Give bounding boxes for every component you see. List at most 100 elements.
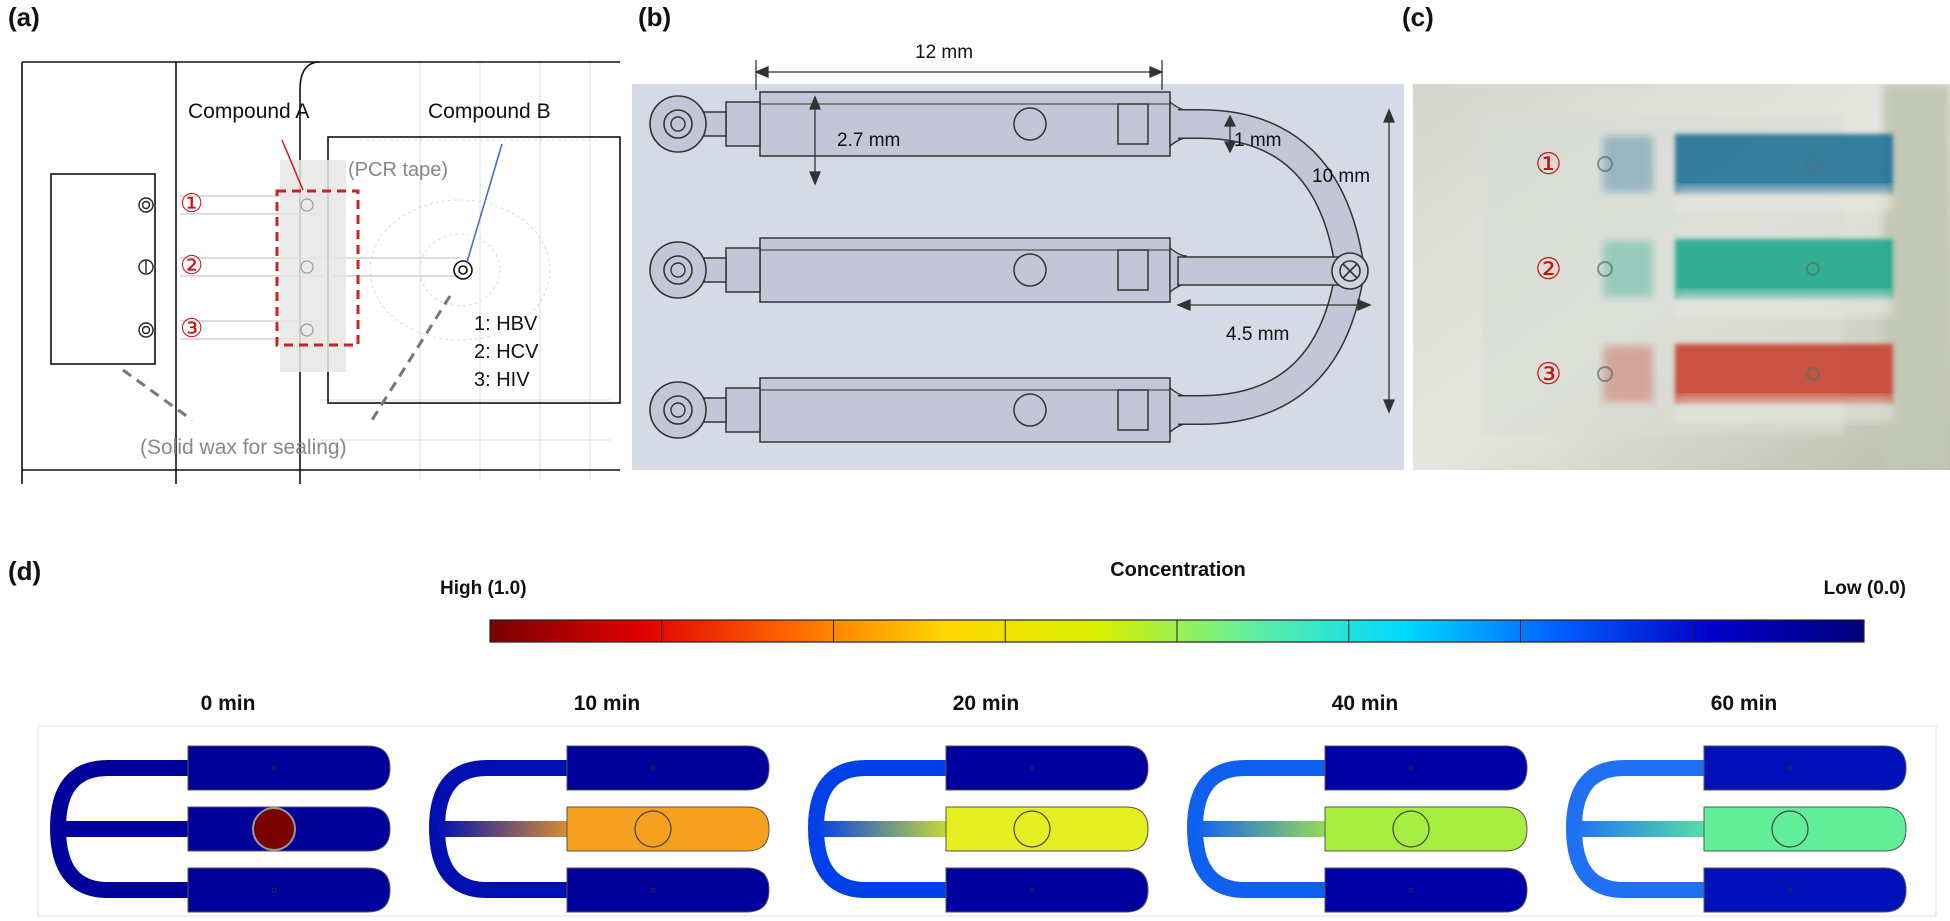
cad-channel-3 bbox=[649, 377, 1187, 443]
inlet-neck bbox=[725, 247, 761, 293]
inlet-port-inner bbox=[663, 395, 693, 425]
snapshot-dot bbox=[271, 765, 277, 771]
snapshot-dot bbox=[1029, 765, 1035, 771]
colorbar-ticks bbox=[661, 620, 1693, 642]
snapshot-dot bbox=[1787, 887, 1793, 893]
snapshot-channel-bottom bbox=[1324, 867, 1528, 913]
snapshot-center-branch bbox=[1195, 821, 1345, 837]
photo-marker-2: ② bbox=[1535, 253, 1562, 286]
snapshot-label: 60 min bbox=[1711, 692, 1778, 715]
snapshot-center-branch bbox=[437, 821, 587, 837]
snapshot-label: 40 min bbox=[1332, 692, 1399, 715]
wax-leader-right bbox=[370, 295, 452, 421]
snapshot-channel-top bbox=[1703, 745, 1907, 791]
inlet-connector bbox=[703, 257, 727, 283]
dye-reflection-3 bbox=[1675, 396, 1893, 422]
legend-hbv: 1: HBV bbox=[474, 313, 538, 335]
legend-hcv: 2: HCV bbox=[474, 341, 539, 363]
dim-1mm-label: 1 mm bbox=[1234, 130, 1282, 151]
snapshot-2: 20 min bbox=[807, 692, 1149, 913]
legend-hiv: 3: HIV bbox=[474, 369, 530, 391]
ports-left bbox=[138, 197, 154, 338]
snapshot-channel-center bbox=[1324, 806, 1528, 852]
photo-marker-3: ③ bbox=[1535, 358, 1562, 391]
end-block bbox=[1117, 249, 1149, 291]
snapshot-channel-bottom bbox=[945, 867, 1149, 913]
snapshot-center-branch bbox=[1574, 821, 1724, 837]
inlet-port bbox=[649, 95, 707, 153]
snapshot-dot bbox=[650, 887, 656, 893]
reservoir-box bbox=[50, 173, 156, 365]
dim-12mm-label: 12 mm bbox=[915, 42, 973, 63]
dye-row-3 bbox=[1675, 344, 1893, 404]
dim-4-5mm-label: 4.5 mm bbox=[1226, 324, 1289, 345]
dye-row-2 bbox=[1675, 239, 1893, 299]
solid-wax-label: (Solid wax for sealing) bbox=[140, 436, 347, 459]
cad-channels bbox=[649, 91, 1187, 443]
cad-channel-2 bbox=[649, 237, 1187, 303]
inlet-neck bbox=[725, 387, 761, 433]
snapshot-dot bbox=[1787, 765, 1793, 771]
snapshot-dot bbox=[1029, 887, 1035, 893]
reaction-chamber bbox=[1013, 107, 1047, 141]
inlet-port bbox=[649, 241, 707, 299]
dye-reflection-1 bbox=[1675, 186, 1893, 212]
snapshot-chamber bbox=[1771, 810, 1809, 848]
snapshot-channel-top bbox=[566, 745, 770, 791]
snapshot-channel-center bbox=[945, 806, 1149, 852]
marker-2: ② bbox=[180, 250, 203, 280]
inlet-connector bbox=[703, 397, 727, 423]
inlet-port-core bbox=[670, 262, 686, 278]
dye-faint-3 bbox=[1603, 346, 1653, 402]
compound-a-region bbox=[275, 189, 360, 347]
dim-10mm-label: 10 mm bbox=[1312, 166, 1370, 187]
photo-ports bbox=[1597, 156, 1820, 382]
wax-leader-left bbox=[122, 368, 193, 422]
dye-faint-1 bbox=[1603, 136, 1653, 192]
snapshot-row: 0 min 10 min 20 min 40 min 60 min bbox=[37, 692, 1937, 917]
pcr-tape-label: (PCR tape) bbox=[348, 159, 448, 181]
channel-body bbox=[759, 377, 1171, 443]
panel-label-c: (c) bbox=[1402, 2, 1434, 32]
inlet-port-core bbox=[670, 402, 686, 418]
panel-c-photo: ① ② ③ bbox=[1413, 84, 1950, 470]
snapshot-center-branch bbox=[58, 821, 208, 837]
snapshot-channel-top bbox=[1324, 745, 1528, 791]
dim-2-7mm-label: 2.7 mm bbox=[837, 130, 900, 151]
inlet-port-inner bbox=[663, 255, 693, 285]
snapshot-label: 20 min bbox=[953, 692, 1020, 715]
snapshot-channel-center bbox=[1703, 806, 1907, 852]
snapshot-channel-bottom bbox=[1703, 867, 1907, 913]
snapshot-0: 0 min bbox=[49, 692, 391, 913]
outlet-port bbox=[1331, 252, 1369, 290]
snapshot-4: 60 min bbox=[1565, 692, 1907, 913]
inlet-connector bbox=[703, 111, 727, 137]
end-block bbox=[1117, 103, 1149, 145]
panel-d-simulation: Concentration High (1.0) Low (0.0) 0 min… bbox=[37, 559, 1937, 917]
snapshot-label: 10 min bbox=[574, 692, 641, 715]
snapshot-channel-bottom bbox=[187, 867, 391, 913]
central-port bbox=[453, 260, 473, 280]
ports-mid bbox=[300, 198, 314, 337]
snapshot-chamber bbox=[1392, 810, 1430, 848]
faint-grid bbox=[320, 60, 610, 480]
reaction-chamber bbox=[1013, 393, 1047, 427]
photo-marker-1: ① bbox=[1535, 148, 1562, 181]
snapshot-center-branch bbox=[816, 821, 966, 837]
snapshot-row-border bbox=[37, 725, 1937, 917]
frame-curve bbox=[299, 61, 321, 484]
dye-reflection-2 bbox=[1675, 291, 1893, 317]
compound-a-label: Compound A bbox=[188, 100, 309, 123]
panel-label-d: (d) bbox=[8, 556, 42, 586]
channel-body bbox=[759, 237, 1171, 303]
colorbar-high-label: High (1.0) bbox=[440, 578, 527, 599]
inlet-port-inner bbox=[663, 109, 693, 139]
colorbar-low-label: Low (0.0) bbox=[1824, 578, 1906, 599]
inlet-port bbox=[649, 381, 707, 439]
photo-right-edge bbox=[1883, 84, 1950, 470]
dimension-arrows bbox=[754, 60, 1395, 414]
panel-label-b: (b) bbox=[638, 2, 672, 32]
compound-a-leader bbox=[281, 139, 304, 191]
snapshot-dot bbox=[1408, 887, 1414, 893]
inlet-neck bbox=[725, 101, 761, 147]
